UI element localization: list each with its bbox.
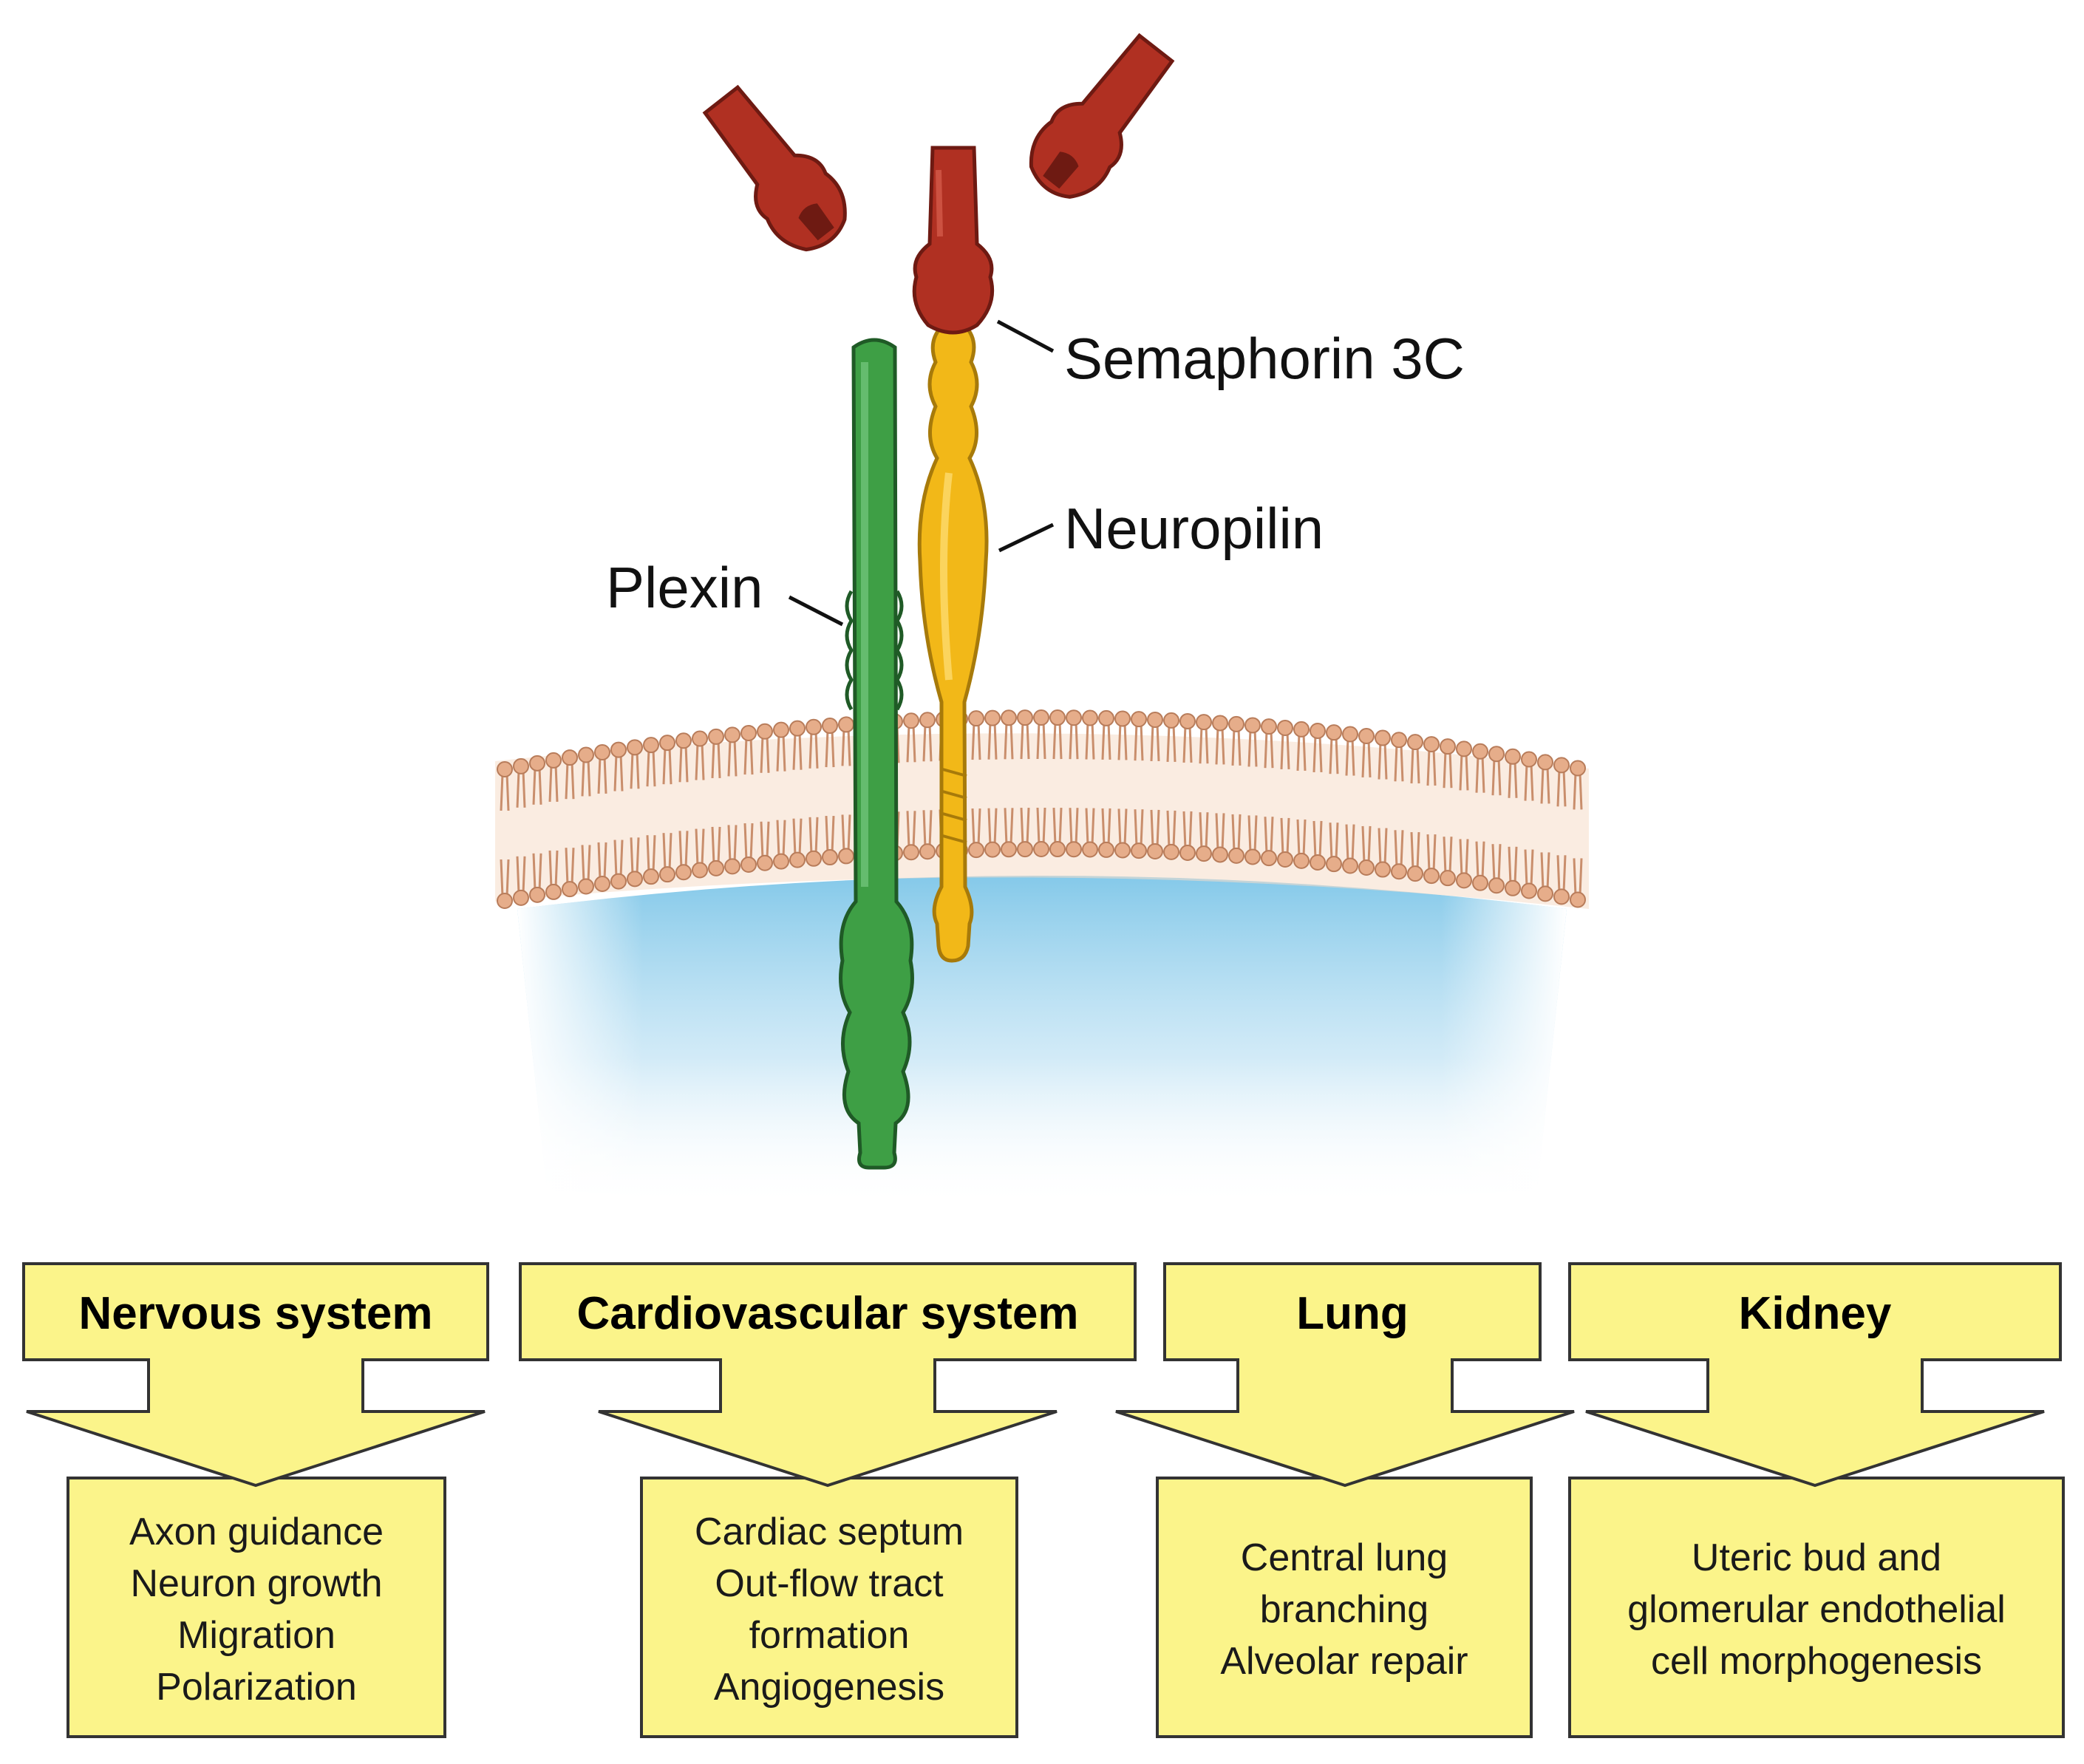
neuropilin-label: Neuropilin [1064,496,1324,561]
system-title: Lung [1296,1288,1409,1339]
effect-line: Uteric bud and [1692,1536,1941,1579]
system-title: Kidney [1739,1288,1892,1339]
effect-line: cell morphogenesis [1651,1640,1982,1683]
effect-line: formation [749,1614,910,1657]
effect-line: Central lung [1241,1536,1448,1579]
effect-line: Angiogenesis [714,1666,944,1709]
system-title: Cardiovascular system [577,1288,1079,1339]
system-header-arrow [519,1262,1137,1488]
plexin-label: Plexin [606,555,763,620]
effects-box [1156,1477,1533,1738]
plexin-receptor [839,338,914,1170]
effects-box [1568,1477,2065,1738]
effect-line: glomerular endothelial [1627,1588,2006,1631]
system-header-arrow [1115,1262,1575,1488]
leader-lines [788,319,1055,627]
neuropilin-receptor [917,297,989,963]
system-header-arrow [1568,1262,2062,1488]
effect-line: Polarization [156,1666,357,1709]
effect-line: Axon guidance [129,1511,384,1553]
effect-line: Neuron growth [130,1562,382,1605]
cytoplasm [517,876,1567,1208]
system-title: Nervous system [78,1288,432,1339]
effects-box [67,1477,446,1738]
system-header-arrow [22,1262,489,1488]
effect-line: Cardiac septum [695,1511,964,1553]
effect-line: Alveolar repair [1220,1640,1468,1683]
semaphorin-3c-ligands [702,33,1175,335]
cell-membrane [495,709,1589,910]
semaphorin-3c-label: Semaphorin 3C [1064,326,1465,391]
effect-line: Migration [177,1614,336,1657]
effects-box [640,1477,1018,1738]
effect-line: branching [1260,1588,1429,1631]
effect-line: Out-flow tract [715,1562,944,1605]
